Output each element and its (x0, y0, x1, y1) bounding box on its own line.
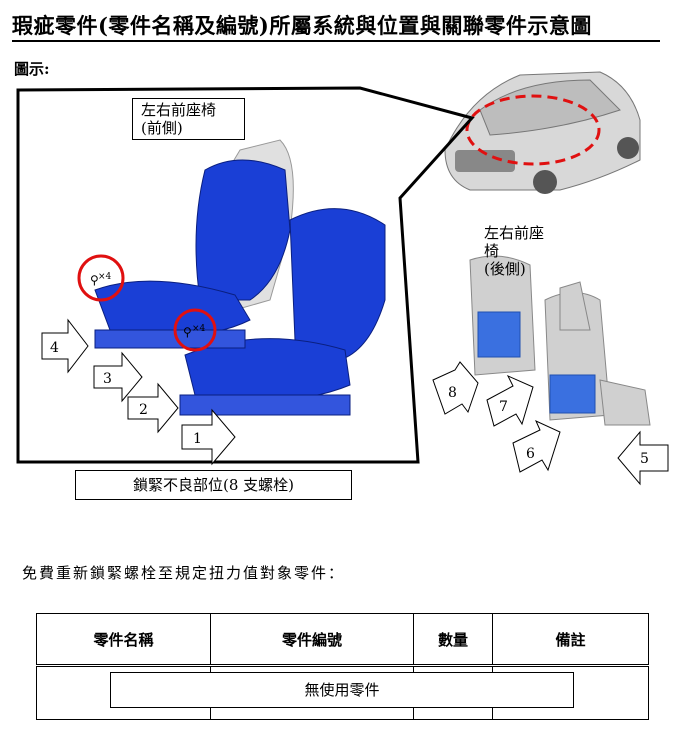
arrow-1: 1 (181, 408, 236, 466)
arrow-2: 2 (127, 382, 179, 434)
svg-text:7: 7 (499, 399, 508, 415)
arrow-7: 7 (486, 374, 534, 427)
svg-text:⚲: ⚲ (90, 273, 99, 287)
arrow-8: 8 (432, 361, 479, 415)
svg-text:8: 8 (448, 385, 457, 401)
no-parts-note: 無使用零件 (110, 672, 574, 708)
highlight-ellipse (465, 94, 601, 166)
rear-seat-label: 左右前座椅 (後側) (476, 222, 562, 280)
header-part-number: 零件編號 (210, 613, 414, 667)
rear-seat-label-line1: 左右前座椅 (484, 224, 545, 260)
callout-frame (16, 86, 475, 464)
svg-text:1: 1 (193, 431, 202, 447)
arrow-3: 3 (93, 351, 143, 403)
diagram: ⚲ ⚲ 1 2 3 4 5 6 7 8 (16, 71, 669, 486)
rear-seat-label-line2: (後側) (484, 260, 526, 278)
svg-text:6: 6 (526, 446, 535, 462)
header-remarks: 備註 (492, 613, 649, 667)
svg-text:⚲: ⚲ (183, 325, 192, 339)
svg-text:5: 5 (640, 451, 649, 467)
header-quantity: 數量 (413, 613, 493, 667)
front-seat-label-line1: 左右前座椅 (141, 101, 217, 119)
diagram-caption: 鎖緊不良部位(8 支螺栓) (75, 470, 352, 500)
svg-text:2: 2 (139, 402, 148, 418)
bolt-marker-1: ⚲ (77, 254, 125, 302)
bolt-count-2: ×4 (192, 324, 206, 334)
legend-label: 圖示: (14, 60, 50, 78)
bolt-marker-2: ⚲ (173, 308, 217, 352)
svg-text:4: 4 (50, 340, 59, 356)
header-part-name: 零件名稱 (36, 613, 211, 667)
position-arrows: 1 2 3 4 5 6 7 8 (41, 318, 669, 486)
page-title: 瑕疵零件(零件名稱及編號)所屬系統與位置與關聯零件示意圖 (12, 12, 660, 42)
front-seat-label-line2: (前側) (141, 119, 183, 137)
arrow-5: 5 (617, 430, 669, 486)
front-seat-label: 左右前座椅 (前側) (132, 98, 245, 140)
bolt-count-1: ×4 (98, 272, 112, 282)
svg-text:3: 3 (103, 371, 112, 387)
arrow-6: 6 (512, 419, 561, 473)
front-seats-illustration (94, 139, 386, 416)
arrow-4: 4 (41, 318, 89, 374)
car-illustration (444, 71, 641, 194)
section-label: 免費重新鎖緊螺栓至規定扭力值對象零件： (22, 564, 346, 582)
rear-seats-illustration (469, 255, 651, 426)
table-header-row: 零件名稱 零件編號 數量 備註 (36, 613, 649, 667)
